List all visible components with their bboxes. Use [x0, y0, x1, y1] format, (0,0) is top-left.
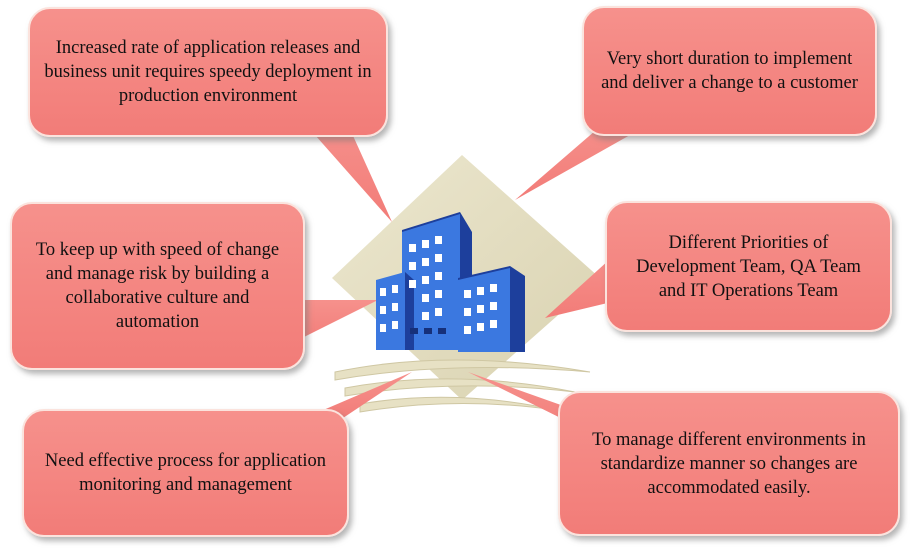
office-buildings-clipart: [376, 212, 525, 352]
callout-text: To keep up with speed of change and mana…: [35, 240, 280, 332]
tail-top-left: [300, 118, 392, 222]
callout-release-rate: Increased rate of application releases a…: [28, 7, 388, 137]
callout-team-priorities: Different Priorities of Development Team…: [605, 201, 892, 332]
tail-mid-right: [545, 250, 620, 318]
callout-collaborative-culture: To keep up with speed of change and mana…: [10, 202, 305, 370]
callout-text: Need effective process for application m…: [44, 451, 327, 495]
tail-bottom-left: [300, 372, 412, 420]
callout-text: Increased rate of application releases a…: [44, 38, 372, 106]
tail-top-right: [515, 118, 660, 200]
callout-text: Different Priorities of Development Team…: [636, 232, 861, 301]
callout-environments: To manage different environments in stan…: [558, 391, 900, 536]
callout-monitoring: Need effective process for application m…: [22, 409, 349, 537]
callout-text: To manage different environments in stan…: [592, 429, 866, 498]
callout-text: Very short duration to implement and del…: [601, 49, 858, 93]
tail-mid-left: [288, 300, 378, 345]
callout-short-duration: Very short duration to implement and del…: [582, 6, 877, 136]
